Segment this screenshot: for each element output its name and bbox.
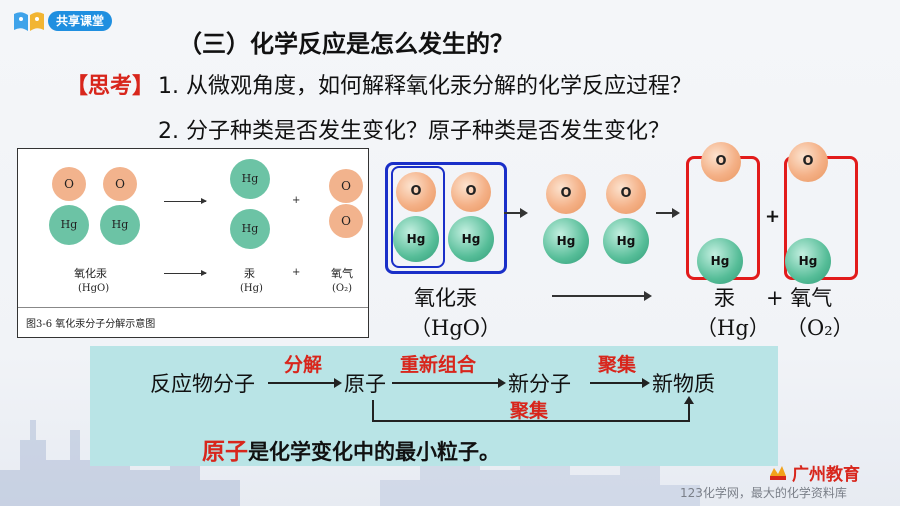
mercury-atom: Hg <box>697 238 743 284</box>
conclusion-keyword: 原子 <box>202 439 248 465</box>
product-mercury-formula: （Hg） <box>696 316 770 340</box>
oxygen-atom: O <box>606 174 646 214</box>
product-oxygen-formula: （O₂） <box>786 316 854 340</box>
guangzhou-education-logo-icon <box>770 466 786 480</box>
product-oxygen-name: 氧气 <box>331 267 353 280</box>
reaction-arrow <box>164 270 207 276</box>
oxygen-atom: O <box>546 174 586 214</box>
brand-logo: 共享课堂 <box>12 8 130 34</box>
oxygen-atom: O <box>451 172 491 212</box>
flow-arrow <box>392 378 506 388</box>
conclusion-text: 原子是化学变化中的最小粒子。 <box>202 432 500 466</box>
flow-arrow <box>590 378 650 388</box>
reaction-arrow <box>164 198 207 204</box>
textbook-figure: O Hg O Hg Hg Hg + O O 氧化汞 (HgO) 汞 (Hg) +… <box>17 148 369 338</box>
reactant-formula: (HgO) <box>78 283 110 294</box>
mercury-atom: Hg <box>100 205 140 245</box>
mercury-atom: Hg <box>230 159 270 199</box>
open-book-icon <box>14 12 44 32</box>
bracket-left <box>372 400 374 420</box>
question-1: 1. 从微观角度，如何解释氧化汞分解的化学反应过程？ <box>158 74 692 99</box>
flow-label-aggregate: 聚集 <box>598 354 637 376</box>
bracket-right <box>688 400 690 422</box>
question-2: 2. 分子种类是否发生变化？原子种类是否发生变化？ <box>158 119 670 144</box>
reactant-name: 氧化汞 <box>414 286 477 310</box>
mercury-atom: Hg <box>230 209 270 249</box>
reactant-formula: （HgO） <box>410 316 501 340</box>
mercury-atom: Hg <box>785 238 831 284</box>
conclusion-rest: 是化学变化中的最小粒子。 <box>248 440 500 464</box>
oxygen-atom: O <box>788 142 828 182</box>
bracket-arrowhead <box>684 396 694 404</box>
oxygen-atom: O <box>103 167 137 201</box>
plus-sign: + <box>292 195 301 206</box>
bracket-bottom <box>372 420 690 422</box>
hgo-molecules-box <box>385 162 507 274</box>
oxygen-atom: O <box>329 169 363 203</box>
page-title: （三）化学反应是怎么发生的？ <box>178 30 514 58</box>
plus-sign: + <box>765 206 781 227</box>
step-arrow <box>656 208 680 218</box>
product-oxygen-name: + 氧气 <box>766 286 833 310</box>
flow-arrow <box>268 378 342 388</box>
flow-step-new-substance: 新物质 <box>652 372 715 396</box>
oxygen-atom: O <box>396 172 436 212</box>
oxygen-atom: O <box>329 204 363 238</box>
logo-label: 共享课堂 <box>48 11 113 31</box>
step-arrow <box>504 208 528 218</box>
flow-step-new-molecules: 新分子 <box>508 372 571 396</box>
reaction-arrow <box>552 291 652 301</box>
mercury-atom: Hg <box>603 218 649 264</box>
oxygen-atom: O <box>52 167 86 201</box>
mercury-atom: Hg <box>393 216 439 262</box>
brand-text: 广州教育 <box>792 465 860 485</box>
flow-step-reactant-molecules: 反应物分子 <box>150 372 255 396</box>
single-hgo-box <box>391 166 445 268</box>
flow-label-recombine: 重新组合 <box>400 354 477 376</box>
caption-divider <box>18 307 368 308</box>
oxygen-atom: O <box>701 142 741 182</box>
mercury-atom: Hg <box>543 218 589 264</box>
product-mercury-name: 汞 <box>244 267 255 280</box>
think-tag: 【思考】 <box>66 74 155 99</box>
mercury-atom: Hg <box>448 216 494 262</box>
mercury-atom: Hg <box>49 205 89 245</box>
product-mercury-formula: (Hg) <box>240 283 263 294</box>
product-mercury-name: 汞 <box>714 286 735 310</box>
flow-label-decompose: 分解 <box>284 354 323 376</box>
flow-step-atoms: 原子 <box>344 372 386 396</box>
summary-panel: 反应物分子 分解 原子 重新组合 新分子 聚集 新物质 聚集 <box>90 346 778 466</box>
watermark-text: 123化学网，最大的化学资料库 <box>680 486 847 500</box>
product-oxygen-formula: (O₂) <box>332 283 353 294</box>
plus-sign: + <box>292 267 301 278</box>
reactant-name: 氧化汞 <box>74 267 107 280</box>
figure-caption: 图3-6 氧化汞分子分解示意图 <box>26 319 156 330</box>
flow-label-aggregate-direct: 聚集 <box>510 400 549 422</box>
